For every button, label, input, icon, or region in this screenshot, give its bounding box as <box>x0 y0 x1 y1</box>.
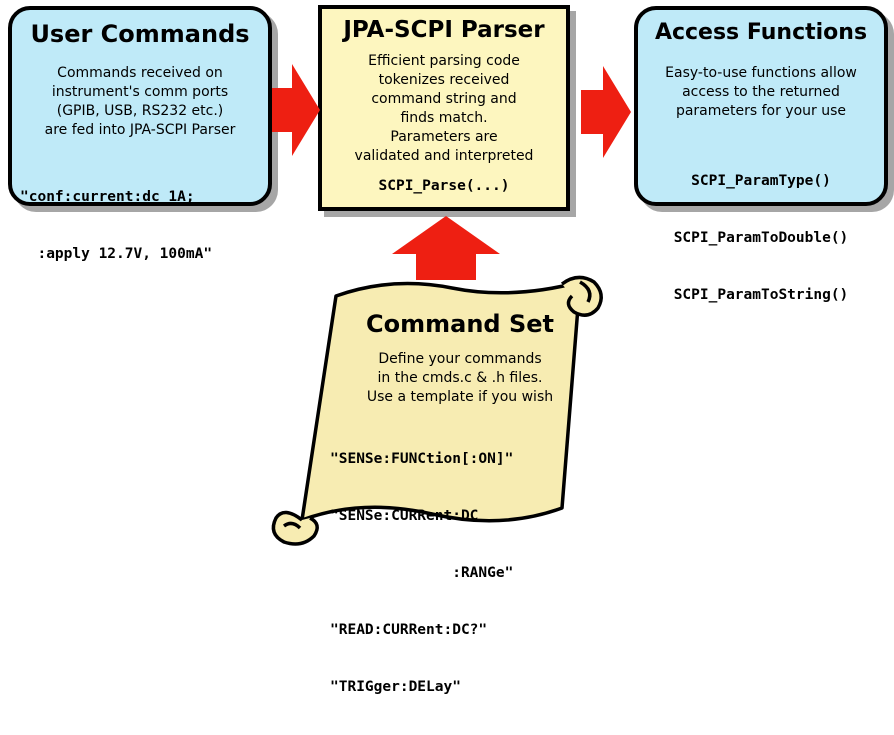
access-functions-desc-line: access to the returned <box>682 84 840 100</box>
parser-function-code: SCPI_Parse(...) <box>378 178 510 194</box>
access-functions-code-line: SCPI_ParamType() <box>691 173 831 189</box>
user-commands-desc-line: instrument's comm ports <box>51 84 229 100</box>
command-set-code-line: :RANGe" <box>330 565 514 581</box>
parser-box: JPA-SCPI Parser Efficient parsing code t… <box>318 5 570 211</box>
command-set-code-line: "TRIGger:DELay" <box>330 679 461 695</box>
user-commands-example-code: "conf:current:dc 1A; :apply 12.7V, 100mA… <box>20 150 212 302</box>
user-commands-desc-line: are fed into JPA-SCPI Parser <box>44 122 236 138</box>
parser-desc-line: finds match. <box>400 110 488 126</box>
user-commands-box: User Commands Commands received on instr… <box>8 6 272 262</box>
access-functions-desc-line: Easy-to-use functions allow <box>665 65 857 81</box>
access-functions-desc-line: parameters for your use <box>675 103 847 119</box>
parser-title: JPA-SCPI Parser <box>343 17 545 43</box>
access-functions-code-line: SCPI_ParamToString() <box>673 287 849 303</box>
user-commands-description: Commands received on instrument's comm p… <box>12 64 268 140</box>
command-set-desc-line: Use a template if you wish <box>366 389 554 405</box>
command-set-code: "SENSe:FUNCtion[:ON]" "SENSe:CURRent:DC … <box>330 412 513 735</box>
command-set-code-line: "READ:CURRent:DC?" <box>330 622 488 638</box>
parser-desc-line: command string and <box>371 91 517 107</box>
access-functions-code: SCPI_ParamType() SCPI_ParamToDouble() SC… <box>638 134 884 343</box>
access-functions-box: Access Functions Easy-to-use functions a… <box>634 6 888 303</box>
right-arrow-icon <box>581 66 631 158</box>
command-set-desc-line: in the cmds.c & .h files. <box>377 370 543 386</box>
user-commands-title: User Commands <box>30 20 250 48</box>
command-set-title: Command Set <box>366 310 554 338</box>
parser-desc-line: Parameters are <box>390 129 498 145</box>
up-arrow-icon <box>392 216 500 280</box>
user-commands-desc-line: (GPIB, USB, RS232 etc.) <box>56 103 224 119</box>
right-arrow-icon <box>272 64 320 156</box>
user-commands-code-line: :apply 12.7V, 100mA" <box>20 246 213 262</box>
user-commands-code-line: "conf:current:dc 1A; <box>20 189 195 205</box>
parser-desc-line: Efficient parsing code <box>368 53 520 69</box>
access-functions-title: Access Functions <box>654 20 868 45</box>
command-set-description: Define your commands in the cmds.c & .h … <box>330 350 590 407</box>
parser-desc-line: tokenizes received <box>378 72 510 88</box>
command-set-desc-line: Define your commands <box>378 351 542 367</box>
parser-desc-line: validated and interpreted <box>354 148 534 164</box>
parser-description: Efficient parsing code tokenizes receive… <box>322 52 566 166</box>
scroll-shape <box>271 275 603 546</box>
user-commands-desc-line: Commands received on <box>57 65 223 81</box>
command-set-code-line: "SENSe:CURRent:DC <box>330 508 479 524</box>
access-functions-description: Easy-to-use functions allow access to th… <box>638 64 884 121</box>
access-functions-code-line: SCPI_ParamToDouble() <box>673 230 849 246</box>
command-set-content: Command Set Define your commands in the … <box>310 310 590 695</box>
command-set-code-line: "SENSe:FUNCtion[:ON]" <box>330 451 514 467</box>
